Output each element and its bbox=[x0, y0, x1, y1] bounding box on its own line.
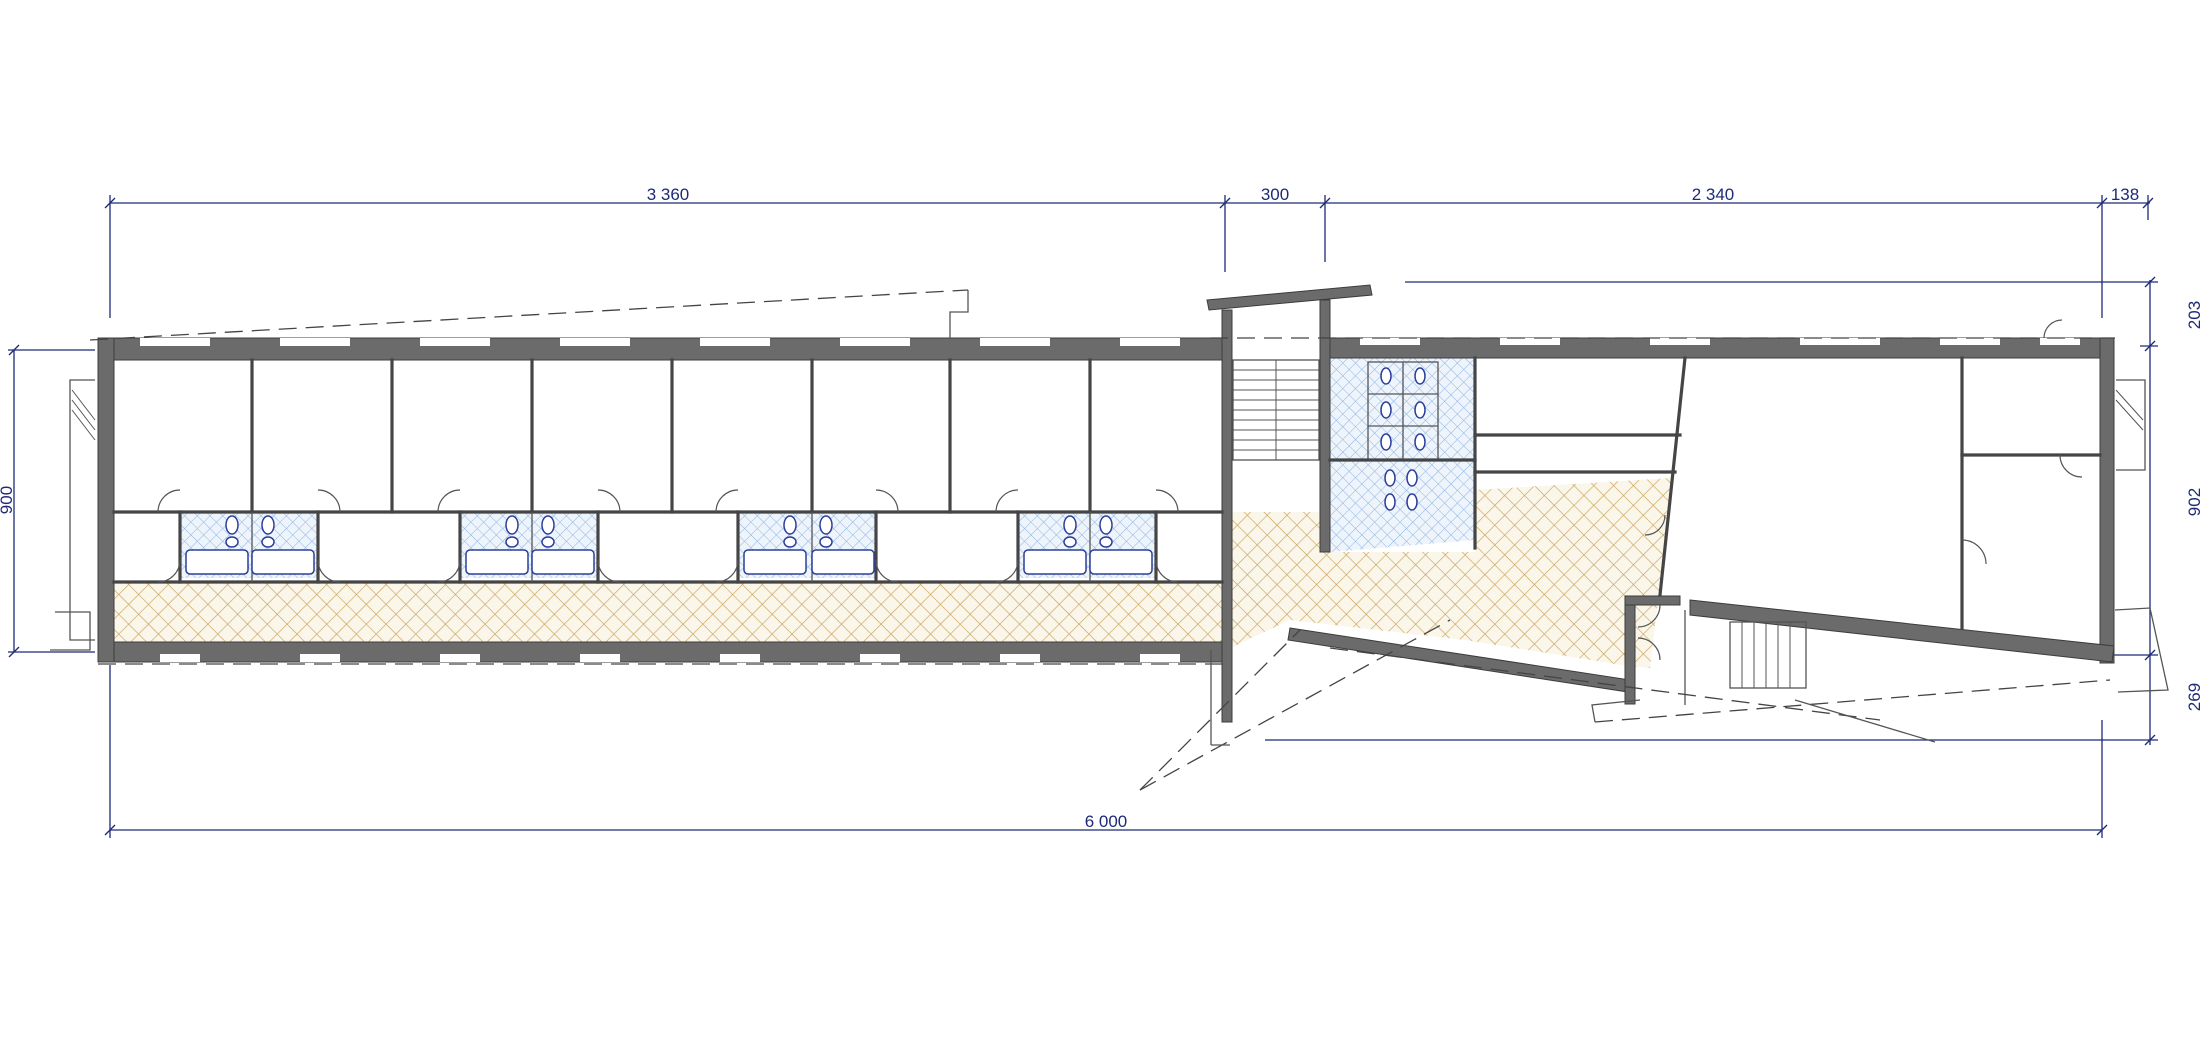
dim-left-depth: 900 bbox=[0, 486, 16, 514]
exterior-walls bbox=[97, 284, 2115, 723]
exterior-steps bbox=[50, 379, 2169, 693]
bath-unit-2 bbox=[465, 515, 595, 575]
dim-top-center: 300 bbox=[1261, 185, 1289, 204]
roof-outline bbox=[89, 289, 2115, 791]
dim-top-edge: 138 bbox=[2111, 185, 2139, 204]
dim-top-right: 2 340 bbox=[1692, 185, 1735, 204]
bath-unit-1 bbox=[185, 515, 315, 575]
dim-right-bottom: 269 bbox=[2185, 683, 2204, 711]
bath-unit-4 bbox=[1023, 515, 1153, 575]
east-wing-rooms bbox=[1473, 319, 2102, 630]
doors bbox=[157, 489, 1179, 583]
dimension-lines: 3 360 300 2 340 138 6 000 900 203 902 26… bbox=[0, 185, 2204, 838]
corridor-floor bbox=[114, 478, 1672, 668]
main-stair bbox=[1232, 359, 1320, 461]
dim-right-depth: 902 bbox=[2185, 488, 2204, 516]
bath-unit-3 bbox=[743, 515, 875, 575]
dim-right-top: 203 bbox=[2185, 301, 2204, 329]
dim-bottom-total: 6 000 bbox=[1085, 812, 1128, 831]
dim-top-left: 3 360 bbox=[647, 185, 690, 204]
shared-toilets bbox=[1328, 361, 1477, 511]
entrance-stair bbox=[1624, 595, 1807, 705]
bathroom-fixtures bbox=[185, 361, 1477, 575]
